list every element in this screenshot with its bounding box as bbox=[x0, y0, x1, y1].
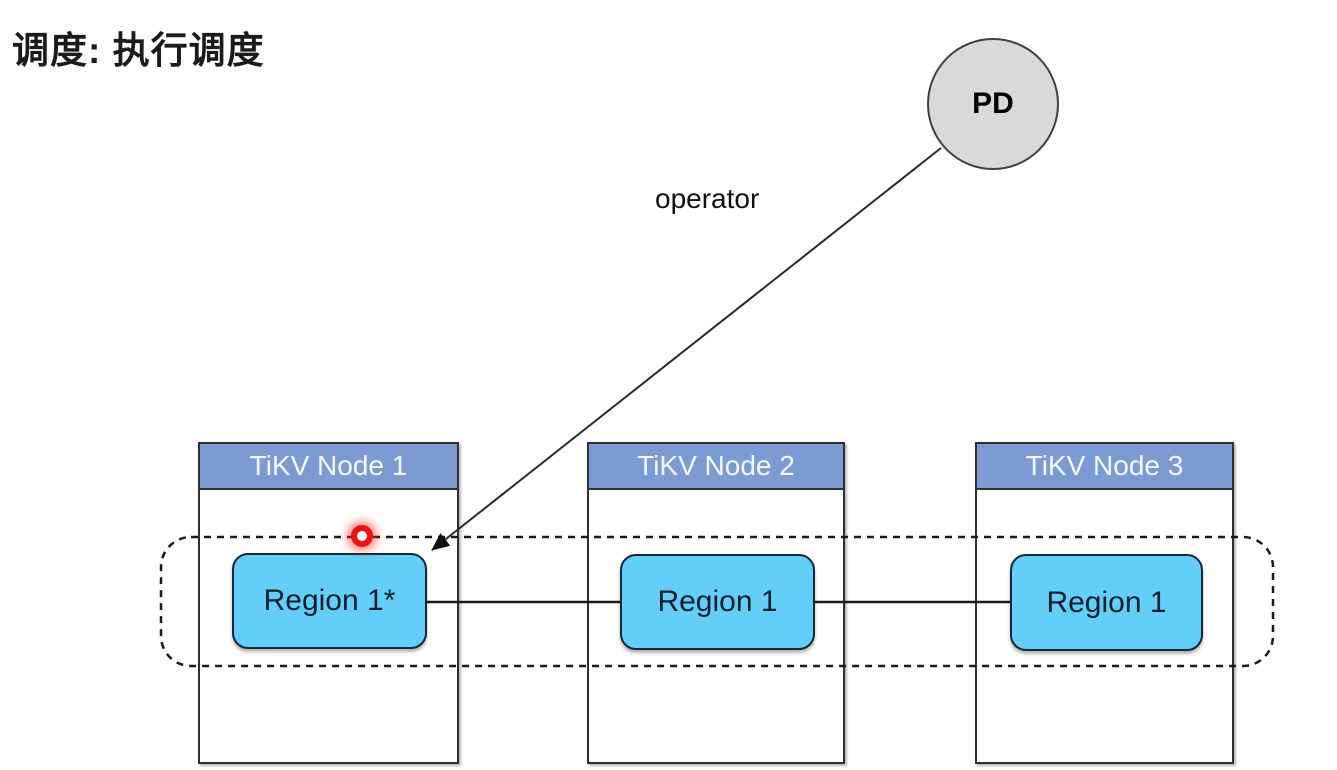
laser-pointer-dot bbox=[351, 525, 373, 547]
tikv-node-3-header: TiKV Node 3 bbox=[977, 444, 1232, 490]
region-box-node-3: Region 1 bbox=[1010, 554, 1203, 651]
region-box-node-2: Region 1 bbox=[620, 554, 815, 650]
pd-node: PD bbox=[927, 38, 1059, 170]
region-1-replica-label-node-2: Region 1 bbox=[657, 585, 778, 618]
pd-label: PD bbox=[972, 87, 1014, 120]
tikv-node-1-header: TiKV Node 1 bbox=[200, 444, 457, 490]
region-1-replica-label-node-3: Region 1 bbox=[1046, 585, 1167, 619]
tikv-node-2-label: TiKV Node 2 bbox=[637, 450, 795, 481]
slide-title: 调度: 执行调度 bbox=[12, 30, 265, 71]
tikv-node-1-label: TiKV Node 1 bbox=[249, 450, 408, 481]
region-1-leader-label: Region 1* bbox=[263, 584, 396, 617]
region-box-node-1: Region 1* bbox=[232, 553, 427, 649]
tikv-node-3-label: TiKV Node 3 bbox=[1025, 450, 1184, 481]
operator-label: operator bbox=[655, 183, 760, 214]
tikv-node-2-header: TiKV Node 2 bbox=[589, 444, 843, 490]
